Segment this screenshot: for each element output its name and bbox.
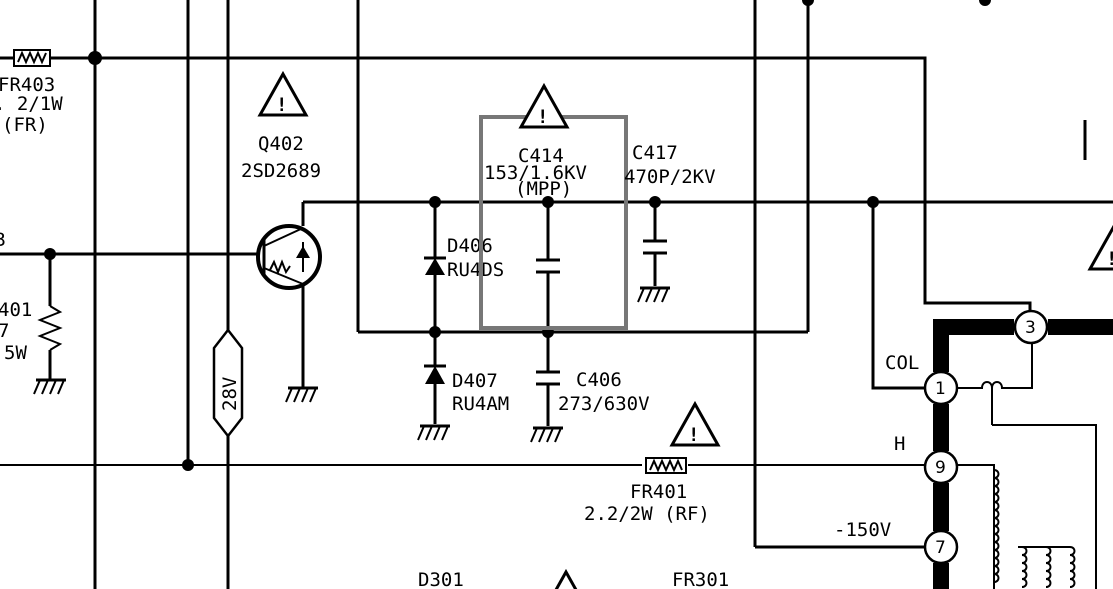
fr403-ref: FR403 xyxy=(0,74,55,96)
d407-part: RU4AM xyxy=(452,393,509,415)
fbt-pin-9 xyxy=(923,449,959,485)
fbt-h-label: H xyxy=(894,433,905,455)
q402-transistor: Q402 2SD2689 xyxy=(241,133,322,290)
c417-value: 470P/2KV xyxy=(624,166,716,188)
d406-ref: D406 xyxy=(447,235,493,257)
fr403-value: . 2/1W xyxy=(0,93,63,115)
fr401-ref: FR401 xyxy=(630,481,687,503)
r401-ref: 401 xyxy=(0,299,32,321)
warning-triangle-icon: ! xyxy=(257,70,309,117)
ground-icon xyxy=(530,426,563,443)
c414-ref: C414 xyxy=(518,145,564,167)
q402-ref: Q402 xyxy=(258,133,304,155)
r401-resistor: 401 7 5W xyxy=(0,254,63,380)
svg-text:!: ! xyxy=(1106,248,1113,270)
c417-ref: C417 xyxy=(632,142,678,164)
svg-text:1: 1 xyxy=(935,379,946,399)
d301-ref: D301 xyxy=(418,569,464,589)
fbt-section: 3 1 9 7 COL H -150V xyxy=(834,309,1113,589)
ground-icon xyxy=(417,424,450,441)
svg-text:3: 3 xyxy=(1025,318,1036,338)
c414-capacitor: C414 153/1.6KV (MPP) xyxy=(484,145,587,332)
ground-icon xyxy=(285,386,318,403)
svg-text:!: ! xyxy=(276,94,287,116)
q402-part: 2SD2689 xyxy=(241,160,321,182)
c417-capacitor: C417 470P/2KV xyxy=(624,142,716,286)
warning-triangle-icon xyxy=(554,568,578,589)
fr301-ref: FR301 xyxy=(672,569,729,589)
c406-capacitor: C406 273/630V xyxy=(536,332,650,426)
ground-icon xyxy=(33,378,66,395)
ground-icon xyxy=(637,286,670,303)
d407-ref: D407 xyxy=(452,370,498,392)
c406-value: 273/630V xyxy=(558,393,650,415)
d407-diode: D407 RU4AM xyxy=(424,332,509,424)
svg-text:7: 7 xyxy=(935,538,946,558)
warning-triangle-icon: ! xyxy=(1087,224,1113,271)
c414-note: (MPP) xyxy=(515,178,572,200)
rail-28v-text: 28V xyxy=(219,377,241,411)
fbt-voltage-label: -150V xyxy=(834,519,891,541)
fbt-pin-3 xyxy=(1013,309,1049,345)
r401-value: 7 xyxy=(0,320,9,342)
svg-text:!: ! xyxy=(537,106,548,128)
svg-text:9: 9 xyxy=(935,458,946,478)
warning-triangle-icon: ! xyxy=(518,82,570,129)
c406-ref: C406 xyxy=(576,369,622,391)
fr401-value: 2.2/2W (RF) xyxy=(584,503,710,525)
fbt-col-label: COL xyxy=(885,352,919,374)
fr401-resistor: FR401 2.2/2W (RF) xyxy=(584,457,710,525)
fbt-pin-1 xyxy=(923,370,959,406)
svg-text:!: ! xyxy=(688,424,699,446)
c414-value: 153/1.6KV xyxy=(484,162,587,184)
left-edge-label: B xyxy=(0,229,5,251)
r401-power: 5W xyxy=(4,342,27,364)
junction-dots xyxy=(44,0,991,471)
d406-part: RU4DS xyxy=(447,259,504,281)
rail-28v-label: 28V xyxy=(212,327,244,439)
ground-symbols xyxy=(33,286,670,443)
fbt-pin-7 xyxy=(923,529,959,565)
d406-diode: D406 RU4DS xyxy=(424,202,504,332)
fr403-resistor: FR403 . 2/1W (FR) xyxy=(0,49,63,136)
fr403-note: (FR) xyxy=(2,114,48,136)
warning-triangle-icon: ! xyxy=(669,400,721,447)
